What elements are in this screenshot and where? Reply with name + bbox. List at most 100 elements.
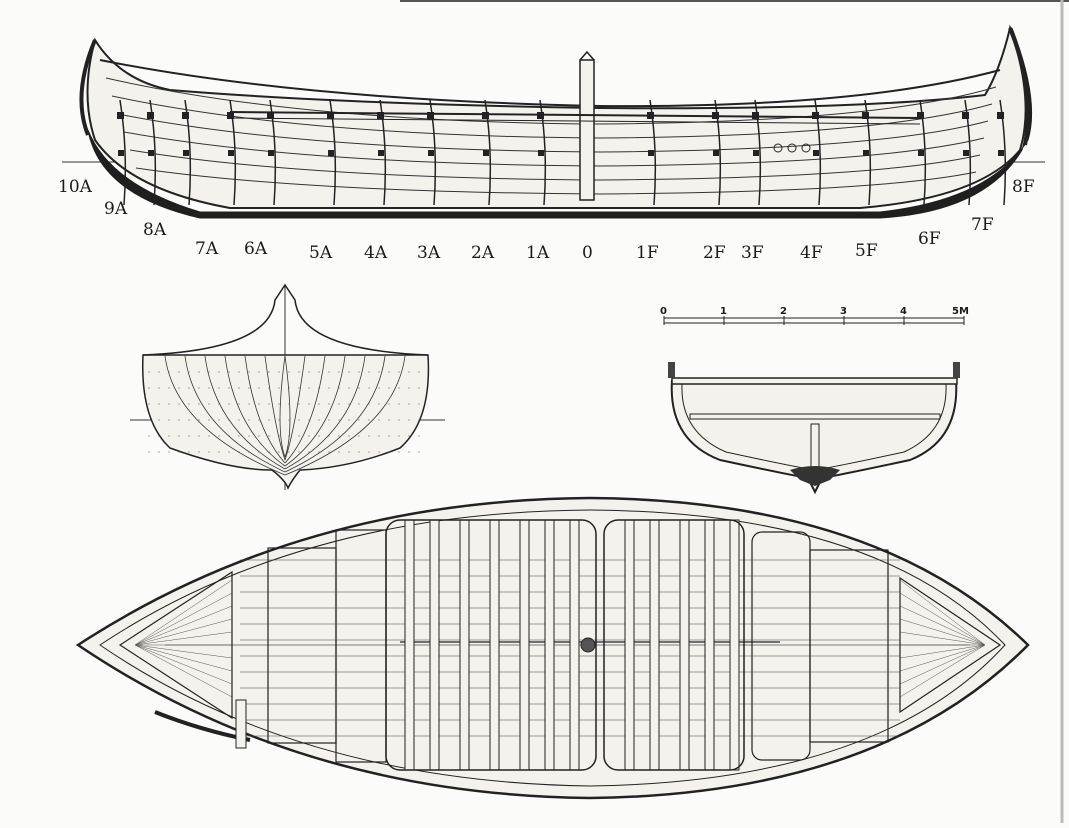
midship-aft-hold	[385, 519, 597, 771]
frame-label-6f: 6F	[918, 229, 941, 249]
hull-frame	[864, 99, 872, 206]
body-section-line	[284, 355, 386, 473]
frame-station-labels: 10A 9A 8A 7A 6A 5A 4A 3A 2A 1A 0 1F 2F 3…	[58, 177, 1035, 263]
bow-deck-plank	[899, 579, 986, 646]
body-section-line	[184, 355, 286, 473]
steering-oar-mount	[235, 699, 247, 749]
body-section-line	[284, 355, 326, 464]
body-plan-stem-profile	[142, 283, 429, 356]
hull-frame	[229, 99, 237, 206]
frame-knee	[427, 112, 434, 119]
midship-cross-section	[668, 362, 960, 495]
frame-knee	[327, 112, 334, 119]
plan-rib	[489, 519, 500, 771]
hull-frame	[919, 99, 927, 206]
stern-deck-plank	[134, 579, 233, 646]
section-port-oarlock	[668, 362, 675, 378]
body-plan-view	[130, 283, 445, 490]
frame-label-6a: 6A	[244, 239, 268, 259]
plan-rib	[404, 519, 415, 771]
stern-deck-plank	[134, 644, 233, 685]
bow-deck-plank	[899, 605, 986, 646]
frame-knee	[482, 112, 489, 119]
plan-rib	[729, 519, 740, 771]
section-thwart	[689, 413, 941, 420]
hull-strake	[105, 77, 997, 125]
hull-frame	[184, 99, 192, 206]
body-section-line	[244, 355, 286, 464]
bow-deck-plank	[899, 644, 986, 685]
plan-rib	[459, 519, 470, 771]
hull-frame	[814, 99, 822, 206]
frame-knee	[117, 112, 124, 119]
bow-deck-plank	[899, 631, 986, 646]
section-top-beam	[671, 377, 958, 385]
frame-rivet	[813, 150, 819, 156]
side-profile-view	[62, 24, 1045, 219]
mast-top	[579, 50, 595, 61]
stern-deck-plank	[134, 631, 233, 646]
bow-deck-plank	[899, 644, 986, 659]
frame-label-3f: 3F	[741, 243, 764, 263]
scale-tick-0: 0	[660, 306, 667, 317]
frame-label-5a: 5A	[309, 243, 333, 263]
plan-rib	[519, 519, 530, 771]
hull-frame	[269, 99, 277, 206]
frame-label-7a: 7A	[195, 239, 219, 259]
frame-rivet	[648, 150, 654, 156]
body-section-line	[224, 355, 286, 467]
frame-rivet	[538, 150, 544, 156]
frame-rivet	[483, 150, 489, 156]
frame-label-7f: 7F	[971, 215, 994, 235]
body-plan-section-lines	[148, 355, 424, 476]
oar-port-holes	[773, 143, 811, 153]
frame-label-2a: 2A	[471, 243, 495, 263]
mast-partner	[579, 59, 595, 201]
frame-label-5f: 5F	[855, 241, 878, 261]
frame-rivet	[863, 150, 869, 156]
frame-label-1f: 1F	[636, 243, 659, 263]
side-thwart-beam-lower	[229, 117, 921, 125]
body-section-line	[284, 355, 306, 461]
frame-knee	[752, 112, 759, 119]
frame-knee	[962, 112, 969, 119]
body-section-line	[164, 355, 286, 476]
frame-label-1a: 1A	[526, 243, 550, 263]
plan-rib	[649, 519, 660, 771]
gunwale-line	[99, 59, 1001, 108]
stern-deck-plank	[134, 644, 233, 659]
body-section-line	[204, 355, 286, 470]
frame-rivet	[918, 150, 924, 156]
plan-top-view	[75, 496, 1030, 800]
plan-rib	[544, 519, 555, 771]
frame-label-8f: 8F	[1012, 177, 1035, 197]
section-starboard-oarlock	[953, 362, 960, 378]
frame-label-9a: 9A	[104, 199, 128, 219]
bow-deck-plank	[899, 618, 986, 646]
bow-deck-plank	[899, 644, 986, 672]
frame-knee	[227, 112, 234, 119]
frame-knee	[917, 112, 924, 119]
frame-rivet	[998, 150, 1004, 156]
hull-frame	[754, 99, 762, 206]
body-section-line	[284, 355, 366, 470]
section-keelson-post	[810, 423, 820, 471]
body-section-line	[284, 355, 406, 476]
mast-step	[580, 637, 596, 653]
fore-deck-panel	[809, 549, 889, 743]
frame-rivet	[268, 150, 274, 156]
hull-frame	[539, 99, 547, 206]
frame-rivet	[378, 150, 384, 156]
stern-post	[79, 39, 97, 136]
frame-label-4f: 4F	[800, 243, 823, 263]
hull-frame	[329, 99, 337, 206]
stern-deck-plank	[134, 592, 233, 646]
frame-knee	[147, 112, 154, 119]
scale-tick-1: 1	[720, 306, 727, 317]
frame-knee	[812, 112, 819, 119]
hull-strake	[135, 167, 977, 195]
frame-rivet	[148, 150, 154, 156]
frame-label-0: 0	[582, 243, 593, 263]
plan-rib	[704, 519, 715, 771]
